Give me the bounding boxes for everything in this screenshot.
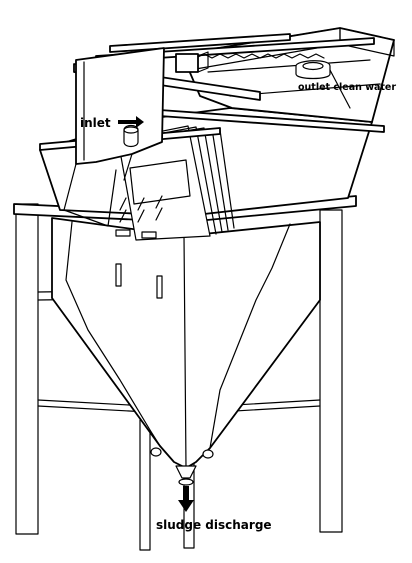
hopper-tank xyxy=(51,217,321,486)
down-arrow-icon xyxy=(178,486,194,512)
sludge-discharge-label: sludge discharge xyxy=(156,518,272,532)
inlet-label: inlet xyxy=(80,116,111,130)
inlet-arrow-icon xyxy=(118,116,144,128)
outlet-label: outlet clean water xyxy=(298,82,397,93)
inlet-chute xyxy=(63,47,165,227)
